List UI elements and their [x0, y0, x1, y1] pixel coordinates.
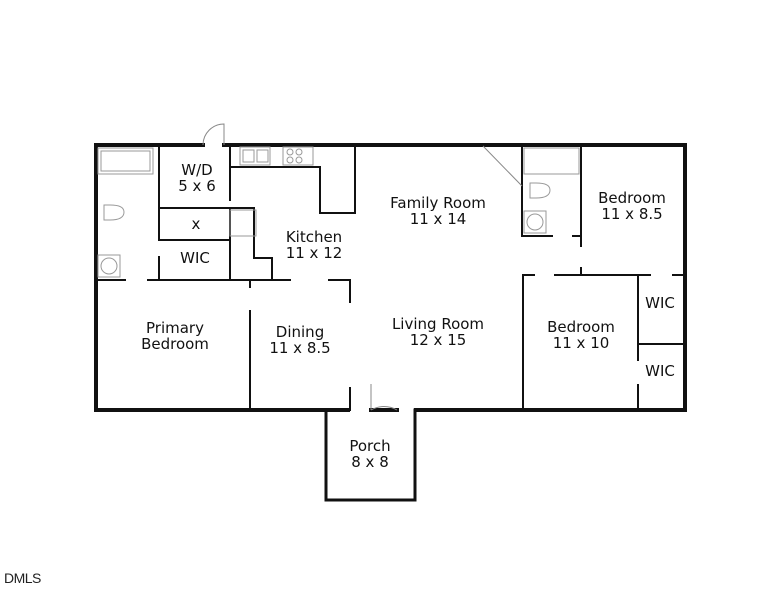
room-label-bedroom2: Bedroom 11 x 10	[547, 318, 615, 352]
room-label-bedroom1: Bedroom 11 x 8.5	[598, 189, 666, 223]
room-label-porch: Porch 8 x 8	[349, 437, 391, 471]
room-label-closet: x	[191, 215, 201, 233]
room-label-wic1: WIC	[180, 249, 210, 267]
room-label-living: Living Room 12 x 15	[391, 315, 485, 349]
room-label-wic3: WIC	[645, 362, 675, 380]
room-label-primary: Primary Bedroom	[141, 319, 209, 353]
room-label-kitchen: Kitchen 11 x 12	[285, 228, 343, 262]
room-label-wic2: WIC	[645, 294, 675, 312]
room-label-family: Family Room 11 x 14	[390, 194, 486, 228]
room-label-dining: Dining 11 x 8.5	[269, 323, 331, 357]
room-label-wd: W/D 5 x 6	[178, 161, 216, 195]
watermark-logo: DMLS	[4, 570, 41, 586]
